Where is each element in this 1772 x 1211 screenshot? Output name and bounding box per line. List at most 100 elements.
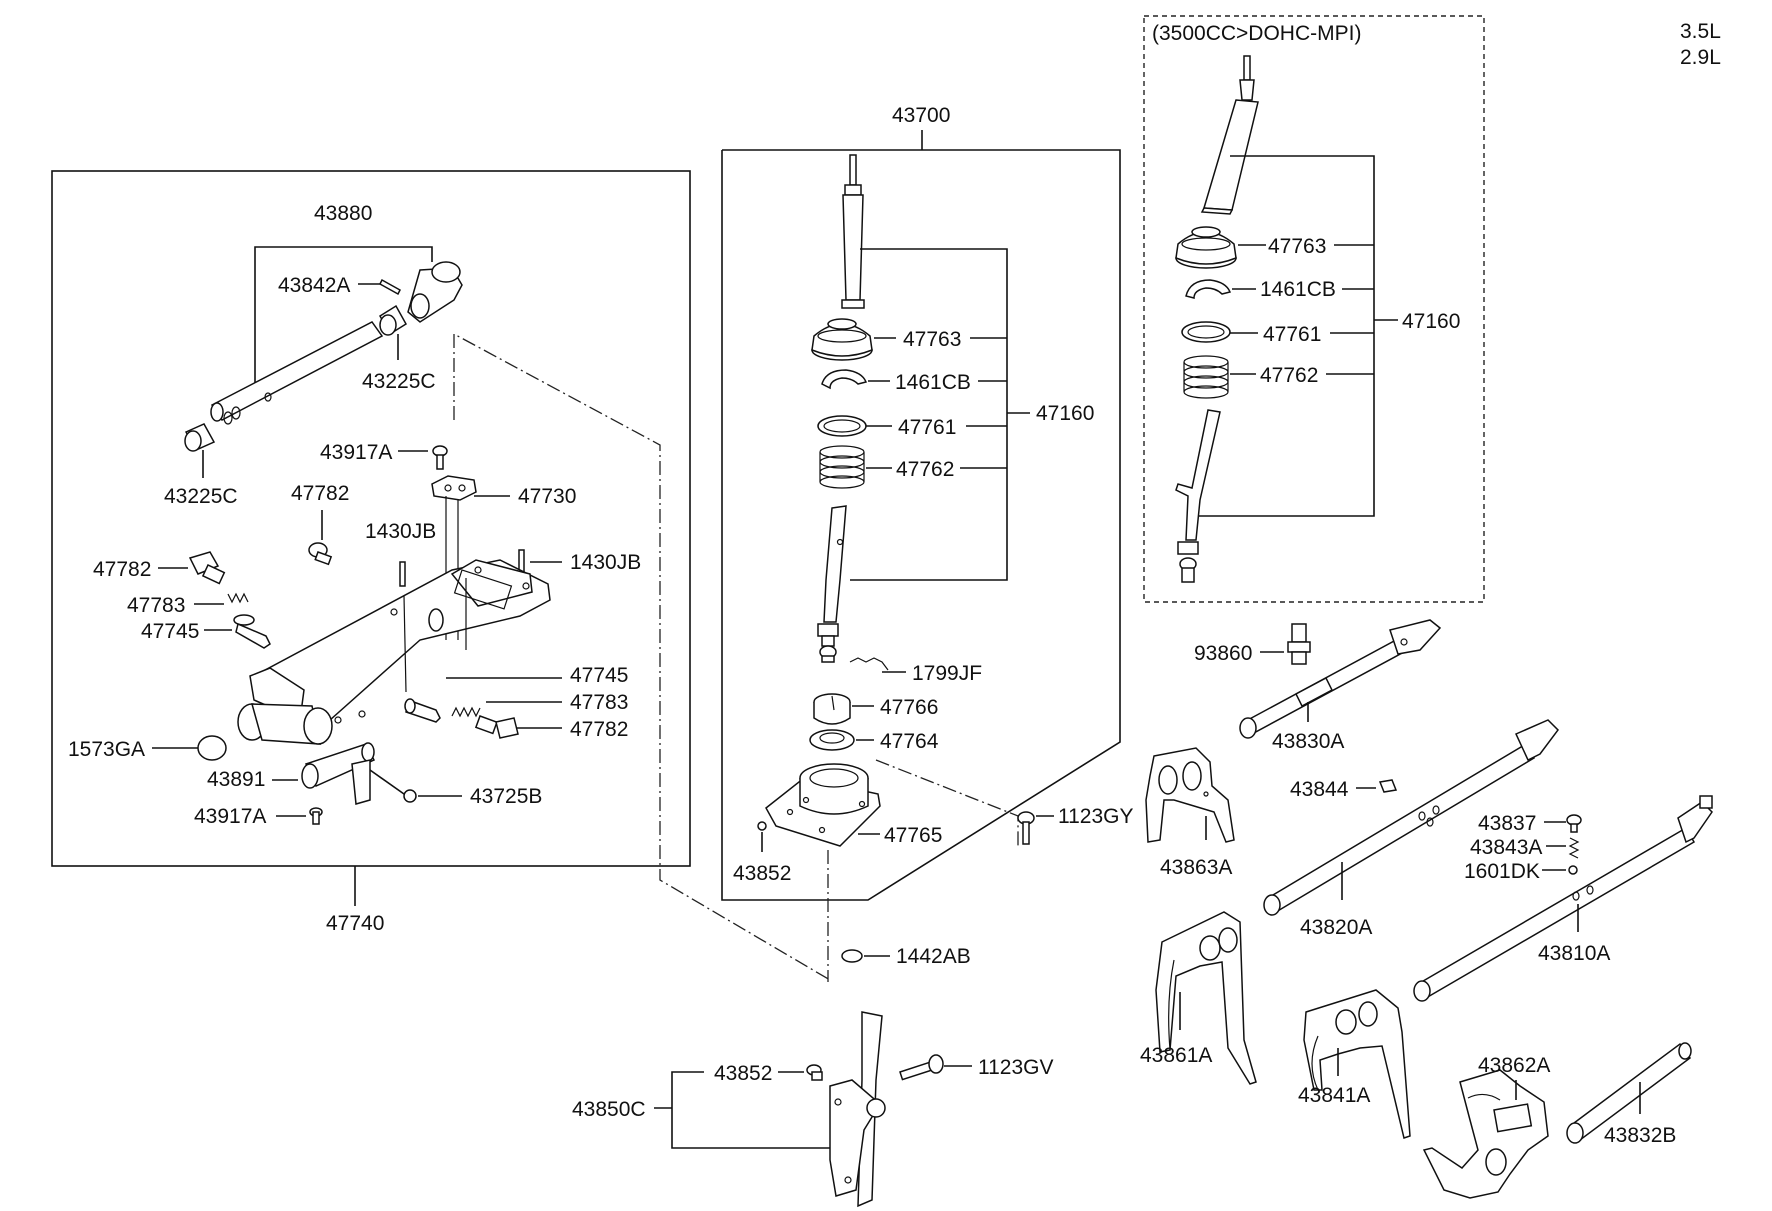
label-47160-right: 47160: [1402, 310, 1460, 333]
part-47782-bolt-top: [308, 542, 333, 566]
part-1573GA-cap: [197, 735, 227, 761]
label-47782-right: 47782: [570, 718, 628, 741]
part-43843A-spring: [1568, 837, 1580, 859]
label-47765: 47765: [884, 824, 942, 847]
label-1123GY: 1123GY: [1058, 805, 1134, 828]
label-43830A: 43830A: [1272, 730, 1344, 753]
label-47764: 47764: [880, 730, 939, 753]
part-47763-boot-right: [1175, 226, 1237, 269]
label-43725B: 43725B: [470, 785, 542, 808]
label-43842A: 43842A: [278, 274, 350, 297]
variant-note: (3500CC>DOHC-MPI): [1152, 22, 1361, 45]
label-47730: 47730: [518, 485, 576, 508]
label-43810A: 43810A: [1538, 942, 1610, 965]
label-47740: 47740: [326, 912, 384, 935]
part-43837-bolt: [1566, 814, 1582, 833]
part-47783-spring-right: [451, 706, 481, 718]
label-47763-right: 47763: [1268, 235, 1326, 258]
part-lower-lever-mid: [817, 505, 847, 663]
part-47745-plunger-right: [404, 698, 441, 723]
label-43852-mid: 43852: [733, 862, 791, 885]
label-1461CB-right: 1461CB: [1260, 278, 1336, 301]
part-shift-lever-shaft-mid: [841, 154, 865, 309]
part-47763-boot-mid: [811, 318, 873, 361]
label-1799JF: 1799JF: [912, 662, 982, 685]
label-43820A: 43820A: [1300, 916, 1372, 939]
part-93860-switch: [1287, 623, 1311, 665]
part-43891-lever: [301, 742, 376, 805]
bottom-lever-group: 43850C 43852 1123GV: [572, 1011, 1054, 1208]
part-47762-spring-right: [1183, 355, 1229, 399]
label-43843A: 43843A: [1470, 836, 1542, 859]
part-43850C-lever: [829, 1011, 886, 1208]
part-47761-ring-mid: [817, 415, 867, 437]
middle-assembly-group: 43700 47160 47763 1461CB 47761: [721, 104, 1121, 982]
label-43891: 43891: [207, 768, 265, 791]
label-43917A-top: 43917A: [320, 441, 392, 464]
label-43880: 43880: [314, 202, 372, 225]
part-1799JF-clip: [849, 657, 889, 671]
label-43225C-top: 43225C: [362, 370, 436, 393]
part-47782-plug-left: [188, 551, 226, 585]
middle-assembly-frame: [721, 149, 1121, 901]
part-43225C-bushing-left: [184, 423, 216, 452]
part-43862A-fork: [1422, 1069, 1549, 1199]
label-47782-left: 47782: [93, 558, 151, 581]
part-1123GY-bolt: [1017, 811, 1035, 845]
part-43841A-fork: [1303, 989, 1411, 1139]
part-shift-lever-housing: [237, 559, 551, 745]
shift-rail-group: 93860 43830A 43844: [1140, 619, 1713, 1199]
part-47782-plug-right: [474, 715, 519, 739]
part-43820A-rail: [1263, 719, 1559, 916]
part-47783-spring-left: [227, 592, 249, 604]
part-43880-shift-rod: [210, 261, 463, 425]
label-43862A: 43862A: [1478, 1054, 1550, 1077]
engine-label-top: 3.5L: [1680, 20, 1721, 43]
part-43917A-bolt-top: [432, 445, 448, 470]
label-47745-left: 47745: [141, 620, 199, 643]
label-47160-mid: 47160: [1036, 402, 1094, 425]
label-43844: 43844: [1290, 778, 1349, 801]
label-47761-right: 47761: [1263, 323, 1321, 346]
part-43863A-fork: [1145, 747, 1235, 843]
part-43810A-rail: [1413, 795, 1713, 1002]
label-47761-mid: 47761: [898, 416, 956, 439]
part-43830A-rail: [1239, 619, 1442, 739]
label-1430JB-mid: 1430JB: [365, 520, 436, 543]
part-1601DK-ball: [1568, 865, 1578, 875]
label-43850C: 43850C: [572, 1098, 646, 1121]
label-1601DK: 1601DK: [1464, 860, 1540, 883]
label-47766: 47766: [880, 696, 938, 719]
label-43225C-left: 43225C: [164, 485, 238, 508]
label-43837: 43837: [1478, 812, 1536, 835]
part-lower-lever-right: [1175, 409, 1221, 583]
label-43841A: 43841A: [1298, 1084, 1370, 1107]
label-47762-right: 47762: [1260, 364, 1318, 387]
label-43852-bottom: 43852: [714, 1062, 772, 1085]
part-43725B-ball: [403, 789, 417, 803]
part-1123GV-bolt: [899, 1054, 944, 1081]
part-47766-bushing: [813, 693, 851, 725]
part-43225C-bushing-top: [378, 304, 408, 336]
label-43917A-bottom: 43917A: [194, 805, 266, 828]
part-1461CB-snapring-right: [1185, 279, 1232, 299]
part-47764-seal: [809, 729, 855, 751]
label-47762-mid: 47762: [896, 458, 954, 481]
variant-assembly-group: (3500CC>DOHC-MPI) 47160 47763 1461CB 477…: [1143, 15, 1485, 603]
part-1461CB-snapring-mid: [821, 369, 868, 390]
part-43852-screw-mid: [757, 821, 767, 831]
label-1430JB-right: 1430JB: [570, 551, 641, 574]
label-47783-right: 47783: [570, 691, 628, 714]
part-43917A-bolt-bottom: [309, 807, 323, 825]
label-43861A: 43861A: [1140, 1044, 1212, 1067]
label-47763-mid: 47763: [903, 328, 961, 351]
left-assembly-frame: [51, 170, 691, 867]
part-47745-plunger-left: [233, 614, 271, 649]
part-47761-ring-right: [1181, 321, 1231, 343]
label-47782-top: 47782: [291, 482, 349, 505]
part-43832B-shaft: [1566, 1042, 1692, 1144]
engine-label-bottom: 2.9L: [1680, 46, 1721, 69]
part-43861A-fork: [1155, 911, 1257, 1085]
label-1442AB: 1442AB: [896, 945, 971, 968]
